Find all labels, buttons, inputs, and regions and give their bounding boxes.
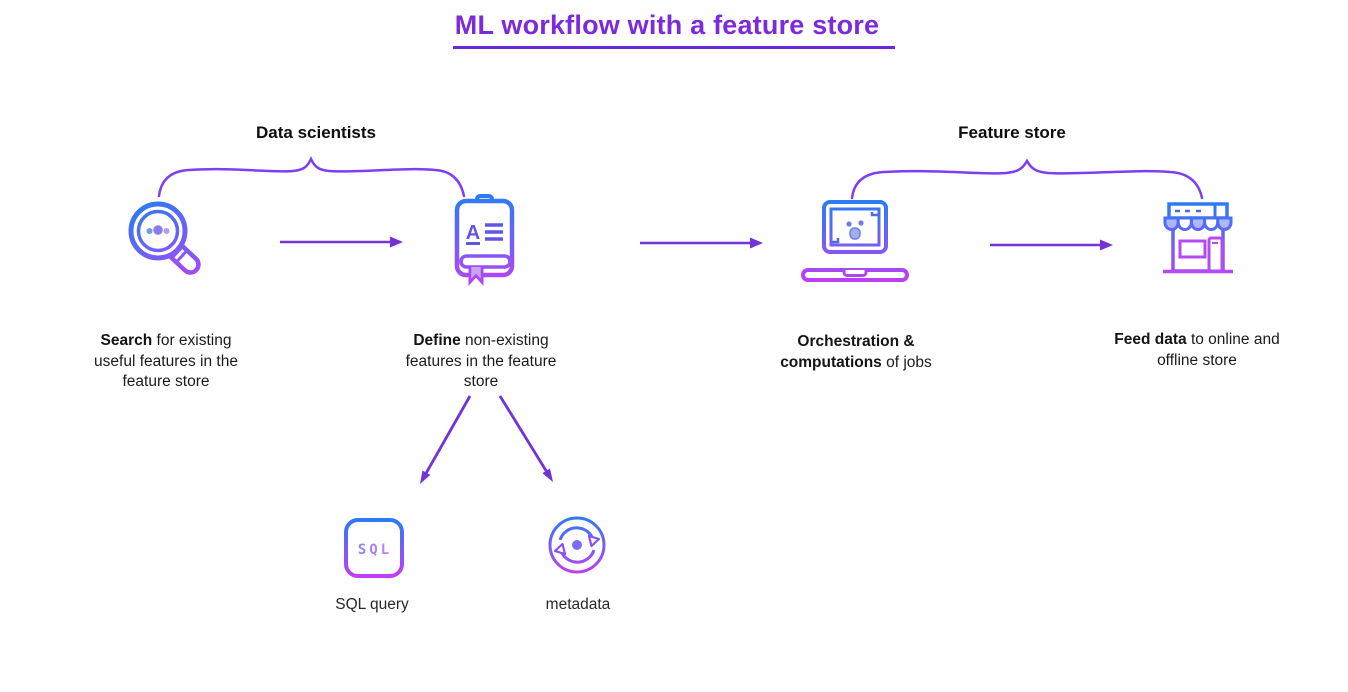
svg-text:A: A xyxy=(466,222,480,244)
metadata-label: metadata xyxy=(545,596,611,613)
step-caption-feed-data: Feed data to online and offline store xyxy=(1110,330,1285,371)
caption-bold: Feed data xyxy=(1114,331,1187,348)
page-title: ML workflow with a feature store xyxy=(452,10,896,49)
group-label-feature-store: Feature store xyxy=(958,123,1066,142)
flow-arrow-icon xyxy=(990,239,1113,251)
step-caption-orchestration: Orchestration & computations of jobs xyxy=(761,332,951,373)
branch-arrows-icon xyxy=(420,395,553,484)
caption-bold: Search xyxy=(100,332,153,349)
store-icon xyxy=(1163,202,1233,274)
define-notebook-icon: A xyxy=(454,194,515,286)
flow-arrow-icon xyxy=(640,237,763,249)
flow-arrow-icon xyxy=(280,236,403,248)
sql-query-label: SQL query xyxy=(335,596,409,613)
sql-icon-text: SQL xyxy=(358,542,392,558)
step-caption-define: Define non-existing features in the feat… xyxy=(399,331,564,393)
step-caption-search: Search for existing useful features in t… xyxy=(79,331,254,393)
brace-data-scientists-icon xyxy=(157,156,466,198)
title-row: ML workflow with a feature store xyxy=(0,10,1348,49)
orchestration-laptop-icon xyxy=(801,200,909,282)
group-label-data-scientists: Data scientists xyxy=(256,123,376,142)
sql-icon: SQL xyxy=(344,518,404,578)
caption-bold: Orchestration & computations xyxy=(780,333,915,371)
caption-rest: of jobs xyxy=(881,353,932,371)
caption-rest: for existing useful features in the feat… xyxy=(94,332,238,391)
caption-bold: Define xyxy=(413,332,461,349)
metadata-sync-icon xyxy=(548,516,606,574)
search-icon xyxy=(128,201,201,275)
caption-rest: to online and offline store xyxy=(1157,331,1280,369)
caption-rest: non-existing features in the feature sto… xyxy=(405,332,557,391)
brace-feature-store-icon xyxy=(850,158,1204,200)
